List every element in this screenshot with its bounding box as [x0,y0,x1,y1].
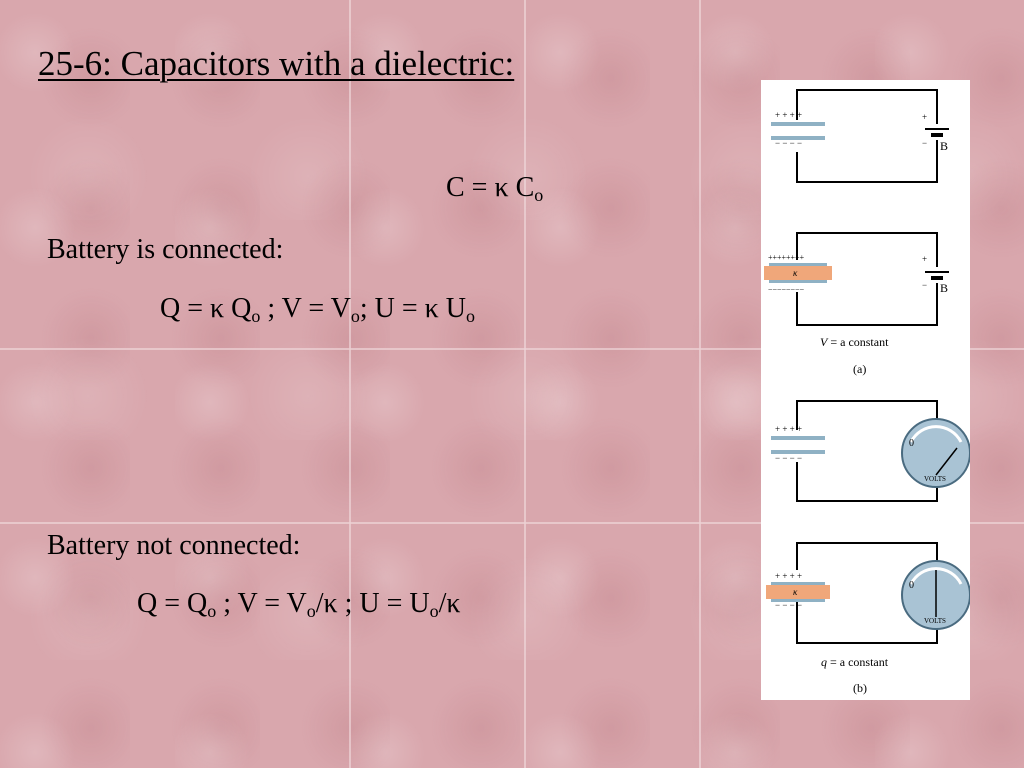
battery-not-connected-equations: Q = Qo ; V = Vo/κ ; U = Uo/κ [137,588,461,621]
svg-text:+ + + +: + + + + [775,424,802,434]
svg-text:−−−−−−−−: −−−−−−−− [768,285,805,294]
svg-text:+: + [922,254,927,264]
svg-text:0: 0 [909,438,914,449]
svg-text:κ: κ [793,587,798,597]
battery-connected-label: Battery is connected: [47,234,284,265]
svg-text:−: − [922,138,927,148]
svg-text:++++++++: ++++++++ [768,253,805,262]
panel-label-a: (a) [853,362,866,376]
capacitor-plate-bottom [771,136,825,140]
circuit-voltmeter-dielectric: κ + + + + − − − − 0 VOLTS q = a constant… [766,542,970,695]
voltmeter-needle [935,447,958,476]
svg-text:− − − −: − − − − [775,453,802,463]
svg-text:VOLTS: VOLTS [924,617,946,625]
battery-label: B [940,139,948,153]
svg-text:+: + [922,112,927,122]
capacitor-plate-top [771,122,825,126]
circuit-voltmeter-plain: + + + + − − − − 0 VOLTS [771,400,970,502]
circuit-battery-plain: + + + + − − − − + − B [771,89,949,183]
svg-text:+ + + +: + + + + [775,571,802,581]
svg-text:+ + + +: + + + + [775,110,802,120]
capacitor-figure: + + + + − − − − + − B κ ++++++++ −−−−−−−… [761,80,970,700]
eq-subscript: o [534,185,544,205]
svg-text:B: B [940,281,948,295]
capacitance-equation: C = κ Co [446,172,543,204]
battery-connected-equations: Q = κ Qo ; V = Vo; U = κ Uo [160,293,475,326]
panel-label-b: (b) [853,681,867,695]
battery-not-connected-label: Battery not connected: [47,530,301,561]
voltmeter-dial [901,418,970,488]
svg-text:− − − −: − − − − [775,138,802,148]
svg-text:V = a constant: V = a constant [820,335,889,349]
svg-text:κ: κ [793,268,798,278]
svg-text:0: 0 [909,580,914,591]
eq-text: C = κ C [446,172,535,203]
svg-text:VOLTS: VOLTS [924,475,946,483]
circuit-battery-dielectric: κ ++++++++ −−−−−−−− + − B V = a constant… [764,232,949,376]
dielectric-slab [764,266,832,280]
svg-text:−: − [922,280,927,290]
slide-title: 25-6: Capacitors with a dielectric: [38,44,515,83]
svg-text:q = a constant: q = a constant [821,655,889,669]
svg-text:− − − −: − − − − [775,600,802,610]
